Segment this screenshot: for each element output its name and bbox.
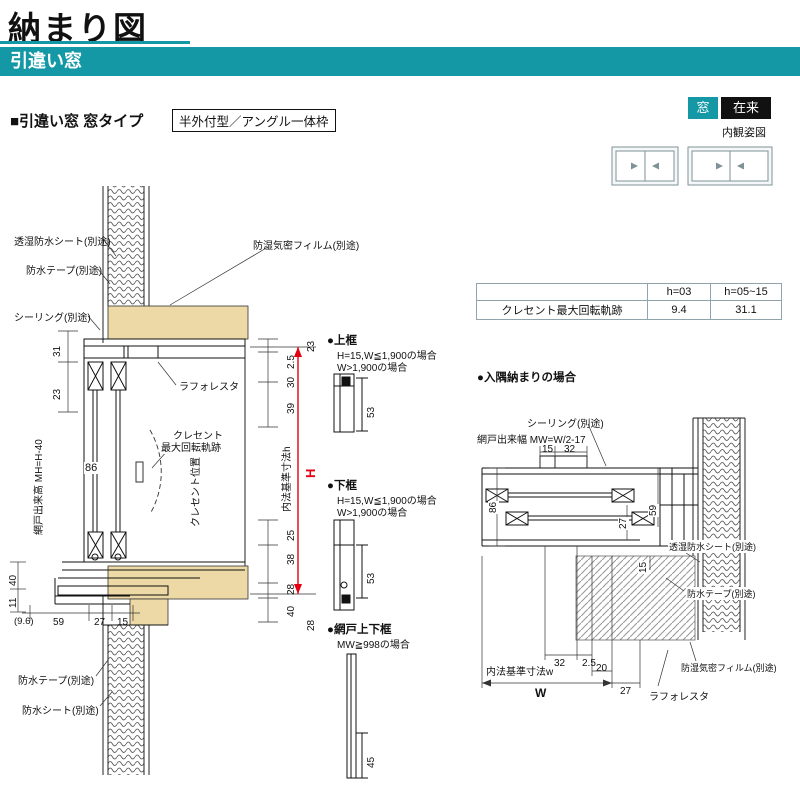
title-top-rail: ●上框 bbox=[327, 335, 357, 347]
title-underline bbox=[0, 41, 190, 44]
label-crescent-1: クレセント bbox=[172, 427, 224, 442]
page-title: 納まり図 bbox=[8, 10, 148, 47]
dim-86: 86 bbox=[84, 462, 99, 474]
wood-blocks bbox=[107, 305, 249, 626]
label-tape-right: 防水テープ(別途) bbox=[686, 587, 757, 600]
title-bottom-rail: ●下框 bbox=[327, 480, 357, 492]
crescent-swing-arc bbox=[149, 429, 162, 515]
dim-40-left: 40 bbox=[8, 574, 19, 586]
label-crescent-2: 最大回転軌跡 bbox=[160, 439, 222, 454]
dim-bottom-rail-53: 53 bbox=[366, 572, 377, 584]
dim-11: 11 bbox=[8, 597, 19, 608]
label-sealing-right: シーリング(別途) bbox=[527, 419, 604, 430]
window-frame-plan bbox=[481, 455, 698, 547]
dim-86-right: 86 bbox=[488, 500, 499, 514]
structure-hatch bbox=[575, 555, 696, 641]
table-header-h03: h=03 bbox=[647, 283, 711, 301]
window-type-heading: ■引違い窓 窓タイプ bbox=[10, 113, 144, 130]
label-moisture-sheet-right: 透湿防水シート(別途) bbox=[668, 540, 757, 553]
window-elevation-icons bbox=[611, 146, 773, 186]
label-laforesta-right: ラフォレスタ bbox=[648, 688, 710, 703]
insulation-hatch-top bbox=[108, 186, 144, 306]
table-header-h0515: h=05~15 bbox=[710, 283, 782, 301]
dimension-chains-right bbox=[481, 446, 659, 688]
bottom-rail-section bbox=[333, 519, 368, 611]
table-value-1: 9.4 bbox=[647, 300, 711, 320]
dim-15-top-right: 15 bbox=[542, 444, 554, 455]
label-inner-dim-h: 内法基準寸法h bbox=[282, 446, 293, 512]
label-sealing: シーリング(別途) bbox=[14, 313, 91, 324]
badge-window: 窓 bbox=[688, 97, 718, 119]
dim-39: 39 bbox=[286, 402, 297, 414]
dim-2-5: 2.5 bbox=[286, 355, 297, 369]
dim-40-right: 40 bbox=[286, 605, 297, 617]
label-tape-top: 防水テープ(別途) bbox=[26, 266, 103, 277]
dim-27: 27 bbox=[94, 617, 106, 628]
label-tape-bottom: 防水テープ(別途) bbox=[18, 676, 95, 687]
table-row: クレセント最大回転軌跡 9.4 31.1 bbox=[476, 300, 782, 320]
section-title: 引違い窓 bbox=[10, 51, 82, 71]
crescent-handle bbox=[135, 461, 144, 483]
section-title-bar: 引違い窓 bbox=[0, 47, 800, 76]
top-rail-section bbox=[333, 373, 368, 433]
cond-screen-rail: MW≧998の場合 bbox=[337, 640, 410, 651]
title-screen-rail: ●網戸上下框 bbox=[327, 624, 392, 636]
badge-zairai: 在来 bbox=[721, 97, 771, 119]
dim-32-top-right: 32 bbox=[564, 444, 576, 455]
leader-lines-left bbox=[87, 239, 269, 707]
table-header-blank bbox=[476, 283, 648, 301]
table-value-2: 31.1 bbox=[710, 300, 782, 320]
dim-20-right: 20 bbox=[596, 663, 608, 674]
label-vapor-film: 防湿気密フィルム(別途) bbox=[253, 241, 360, 252]
slide-arrow-icons bbox=[631, 162, 744, 170]
table-row-label: クレセント最大回転軌跡 bbox=[476, 300, 648, 320]
dim-15: 15 bbox=[117, 617, 129, 628]
dim-9-6: (9.6) bbox=[14, 616, 34, 627]
dim-top-rail-53: 53 bbox=[366, 406, 377, 418]
label-h-mark: H bbox=[303, 468, 318, 478]
label-laforesta: ラフォレスタ bbox=[178, 378, 240, 393]
leader-lines-right bbox=[587, 423, 701, 687]
dim-23-left: 23 bbox=[52, 388, 63, 400]
label-inner-dim-w: 内法基準寸法w bbox=[486, 667, 554, 678]
insulation-hatch-bottom bbox=[108, 625, 144, 775]
label-moisture-sheet-top: 透湿防水シート(別途) bbox=[14, 237, 111, 248]
dim-28-b: 28 bbox=[306, 619, 317, 631]
cond-top-rail-2: W>1,900の場合 bbox=[337, 363, 408, 374]
naikan-label: 内観姿図 bbox=[722, 127, 766, 139]
title-inside-corner: ●入隅納まりの場合 bbox=[477, 372, 576, 384]
frame-type-box: 半外付型／アングル一体枠 bbox=[172, 109, 336, 132]
dim-2-5-right: 2.5 bbox=[582, 658, 596, 669]
dim-32-bottom-right: 32 bbox=[554, 658, 566, 669]
dim-31: 31 bbox=[52, 345, 63, 357]
dim-screen-rail-45: 45 bbox=[366, 756, 377, 768]
label-w-mark: W bbox=[535, 686, 547, 700]
label-crescent-position: クレセント位置 bbox=[187, 456, 202, 528]
dim-59: 59 bbox=[53, 617, 65, 628]
crescent-spec-table: h=03 h=05~15 クレセント最大回転軌跡 9.4 31.1 bbox=[476, 283, 782, 320]
label-vapor-film-right: 防湿気密フィルム(別途) bbox=[680, 661, 778, 674]
label-screen-width: 網戸出来幅 MW=W/2-17 bbox=[477, 435, 586, 446]
label-screen-height: 網戸出来高 MH=H-40 bbox=[34, 439, 45, 535]
cond-bottom-rail-1: H=15,W≦1,900の場合 bbox=[337, 496, 437, 507]
h-dimension-line bbox=[250, 346, 316, 595]
dim-28-a: 28 bbox=[286, 583, 297, 595]
wall-lines bbox=[102, 186, 246, 775]
cond-top-rail-1: H=15,W≦1,900の場合 bbox=[337, 351, 437, 362]
screen-rail-section bbox=[346, 653, 368, 779]
label-sheet-bottom: 防水シート(別途) bbox=[22, 706, 99, 717]
dim-59-right: 59 bbox=[648, 503, 659, 517]
dim-27-bottom-right: 27 bbox=[620, 686, 632, 697]
dim-38: 38 bbox=[286, 553, 297, 565]
dim-30: 30 bbox=[286, 376, 297, 388]
dimension-chains-left bbox=[10, 330, 278, 623]
dim-27-right-side: 27 bbox=[618, 516, 629, 530]
dim-15-right-side: 15 bbox=[638, 560, 649, 574]
cond-bottom-rail-2: W>1,900の場合 bbox=[337, 508, 408, 519]
dim-25: 25 bbox=[286, 529, 297, 541]
window-frame-section bbox=[54, 338, 246, 626]
dim-23-top: 23 bbox=[306, 340, 317, 352]
